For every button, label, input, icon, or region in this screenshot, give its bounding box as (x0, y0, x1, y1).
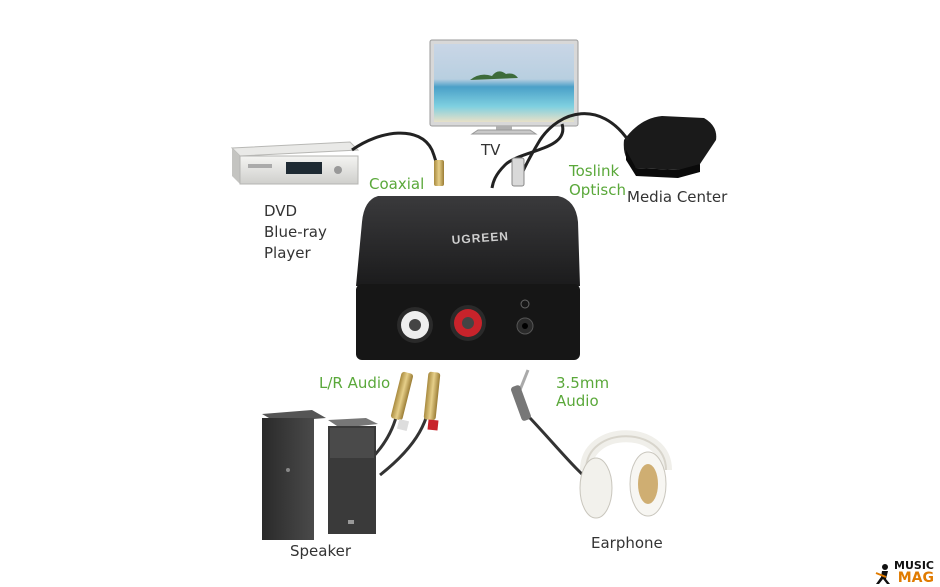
lr-audio-cable (368, 371, 441, 477)
watermark: MUSIC MAG (872, 560, 934, 585)
mm-audio-label-line: Audio (556, 392, 599, 410)
toslink-label: Toslink Optisch (569, 162, 626, 200)
dvd-label-line: DVD (264, 202, 298, 220)
toslink-label-line: Toslink (569, 162, 620, 180)
media-center-label: Media Center (627, 188, 728, 206)
mm-audio-label: 3.5mm Audio (556, 374, 609, 410)
earphone-label: Earphone (591, 534, 663, 552)
dvd-label-line: Blue-ray (264, 223, 327, 241)
watermark-line: MUSIC (894, 559, 934, 572)
speaker-icon (262, 410, 378, 540)
toslink-label-line: Optisch (569, 181, 626, 199)
dvd-label-line: Player (264, 244, 311, 262)
converter-brand: UGREEN (451, 229, 509, 247)
dvd-label: DVD Blue-ray Player (264, 201, 327, 264)
tv-icon (429, 39, 579, 135)
coaxial-label: Coaxial (369, 175, 425, 193)
tv-label: TV (481, 141, 501, 159)
tv-cable (490, 123, 565, 189)
dvd-player-icon (230, 141, 360, 185)
headphones-icon (579, 430, 672, 519)
guitarist-icon (875, 564, 891, 584)
media-center-icon (623, 116, 717, 178)
mm-audio-label-line: 3.5mm (556, 374, 610, 392)
speaker-label: Speaker (290, 542, 352, 560)
watermark-line: MAG (897, 570, 934, 586)
converter-box-icon: UGREEN (356, 196, 580, 360)
lr-audio-label: L/R Audio (319, 374, 391, 392)
